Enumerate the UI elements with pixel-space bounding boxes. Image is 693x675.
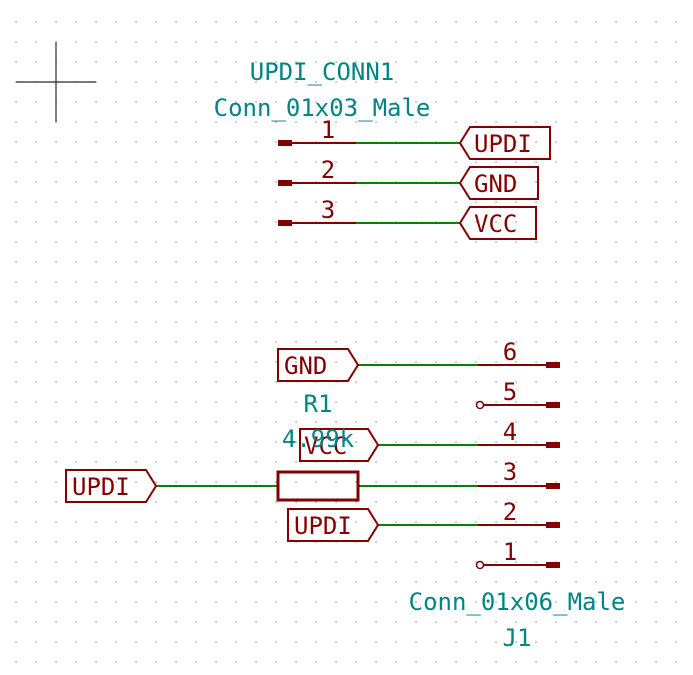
- no-connect-icon: [475, 560, 485, 570]
- net-label-text: UPDI: [294, 512, 352, 540]
- pin-6[interactable]: 6: [478, 338, 560, 368]
- pin-number: 2: [321, 156, 335, 184]
- pin-number: 1: [321, 116, 335, 144]
- net-label-text: UPDI: [474, 130, 532, 158]
- net-label-text: VCC: [474, 210, 517, 238]
- pin-1[interactable]: 1: [278, 116, 356, 146]
- net-label-text: UPDI: [72, 473, 130, 501]
- connector-value: Conn_01x03_Male: [214, 94, 431, 122]
- resistor-reference: R1: [304, 390, 333, 418]
- connector-reference: UPDI_CONN1: [250, 58, 395, 86]
- connector-j1[interactable]: 6 5 4 3 2 1: [409, 338, 626, 652]
- no-connect-icon: [475, 400, 485, 410]
- pin-number: 5: [503, 378, 517, 406]
- pin-2[interactable]: 2: [478, 498, 560, 528]
- pin-number: 2: [503, 498, 517, 526]
- pin-5[interactable]: 5: [475, 378, 561, 410]
- global-label-vcc[interactable]: VCC: [299, 428, 380, 462]
- pin-1[interactable]: 1: [475, 538, 561, 570]
- connector-reference: J1: [503, 624, 532, 652]
- global-label-gnd[interactable]: GND: [458, 166, 539, 200]
- pin-number: 1: [503, 538, 517, 566]
- global-label-vcc[interactable]: VCC: [458, 206, 537, 240]
- pin-number: 6: [503, 338, 517, 366]
- pin-2[interactable]: 2: [278, 156, 356, 186]
- global-label-gnd[interactable]: GND: [277, 348, 360, 382]
- pin-3[interactable]: 3: [478, 458, 560, 489]
- net-label-text: GND: [474, 170, 517, 198]
- connector-updi-conn1[interactable]: UPDI_CONN1 Conn_01x03_Male 1 2 3: [214, 58, 431, 226]
- resistor-value: 4.99k: [282, 425, 355, 453]
- global-label-updi[interactable]: UPDI: [458, 126, 551, 160]
- global-label-updi-input[interactable]: UPDI: [65, 469, 158, 503]
- resistor-r1[interactable]: R1 4.99k: [276, 390, 360, 502]
- pin-number: 3: [503, 458, 517, 486]
- pin-3[interactable]: 3: [278, 196, 356, 226]
- pin-number: 4: [503, 418, 517, 446]
- connector-value: Conn_01x06_Male: [409, 588, 626, 616]
- net-label-text: GND: [284, 352, 327, 380]
- crosshair-icon: [16, 42, 96, 122]
- pin-4[interactable]: 4: [478, 418, 560, 448]
- global-label-updi[interactable]: UPDI: [287, 508, 380, 542]
- net-label-text: VCC: [304, 432, 347, 460]
- pin-number: 3: [321, 196, 335, 224]
